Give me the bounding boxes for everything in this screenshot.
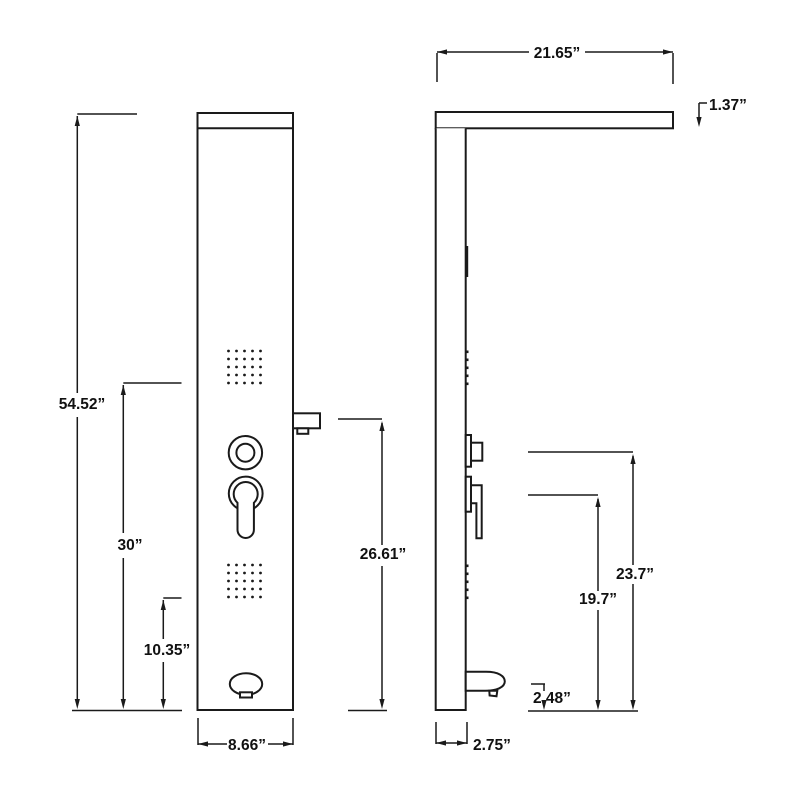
dim-label-lever-height: 19.7” <box>579 591 617 608</box>
diverter-knob-inner <box>235 442 256 463</box>
dim-label-panel-width: 8.66” <box>228 737 266 754</box>
dim-label-head-thickness: 1.37” <box>709 97 747 114</box>
dimensions: 54.52” 30” 10.35” 26.61” 8.66” 21.65” 1.… <box>59 45 747 754</box>
front-panel-outline <box>196 112 294 711</box>
dim-label-head-depth: 21.65” <box>534 45 581 62</box>
dim-label-spout-outlet-height: 26.61” <box>360 546 407 563</box>
dim-front-handle-height: 30” <box>118 382 182 702</box>
dim-side-knob-height: 23.7” <box>528 451 654 701</box>
dim-front-panel-width: 8.66” <box>197 718 294 754</box>
side-panel-outline <box>434 128 467 711</box>
dim-front-lower-jets-height: 10.35” <box>144 597 191 702</box>
dim-side-head-thickness: 1.37” <box>698 97 747 119</box>
dim-label-knob-height: 23.7” <box>616 566 654 583</box>
dim-label-panel-depth: 2.75” <box>473 737 511 754</box>
side-tub-spout-profile <box>464 670 506 692</box>
dim-side-lever-height: 19.7” <box>528 494 617 701</box>
dim-side-head-depth: 21.65” <box>436 45 674 84</box>
dimension-arrowheads <box>74 49 702 747</box>
dim-label-overall-height: 54.52” <box>59 396 106 413</box>
side-tub-spout-nub <box>488 689 499 698</box>
dim-side-tub-spout-height: 2.48” <box>531 683 571 707</box>
front-tub-spout-nub <box>239 691 253 699</box>
mixer-handle-lever <box>232 481 259 539</box>
side-knob-profile <box>470 441 484 462</box>
dim-side-panel-depth: 2.75” <box>435 722 511 754</box>
front-spout-outlet-nub <box>296 427 310 435</box>
dim-label-tub-spout-height: 2.48” <box>533 690 571 707</box>
side-lever-profile <box>470 484 483 540</box>
side-showerhead-arm <box>434 111 675 130</box>
front-lower-body-jets <box>227 563 262 599</box>
dim-label-handle-height: 30” <box>118 537 143 554</box>
side-view <box>434 111 675 711</box>
dim-front-overall-height: 54.52” <box>59 113 137 702</box>
front-spout-outlet <box>292 412 321 430</box>
front-view <box>196 112 321 711</box>
side-body-jet-nozzles <box>465 350 469 600</box>
dim-front-spout-outlet-height: 26.61” <box>338 418 407 702</box>
dim-label-lower-jets-height: 10.35” <box>144 642 191 659</box>
front-upper-body-jets <box>227 349 262 385</box>
side-panel-seam <box>465 246 469 277</box>
